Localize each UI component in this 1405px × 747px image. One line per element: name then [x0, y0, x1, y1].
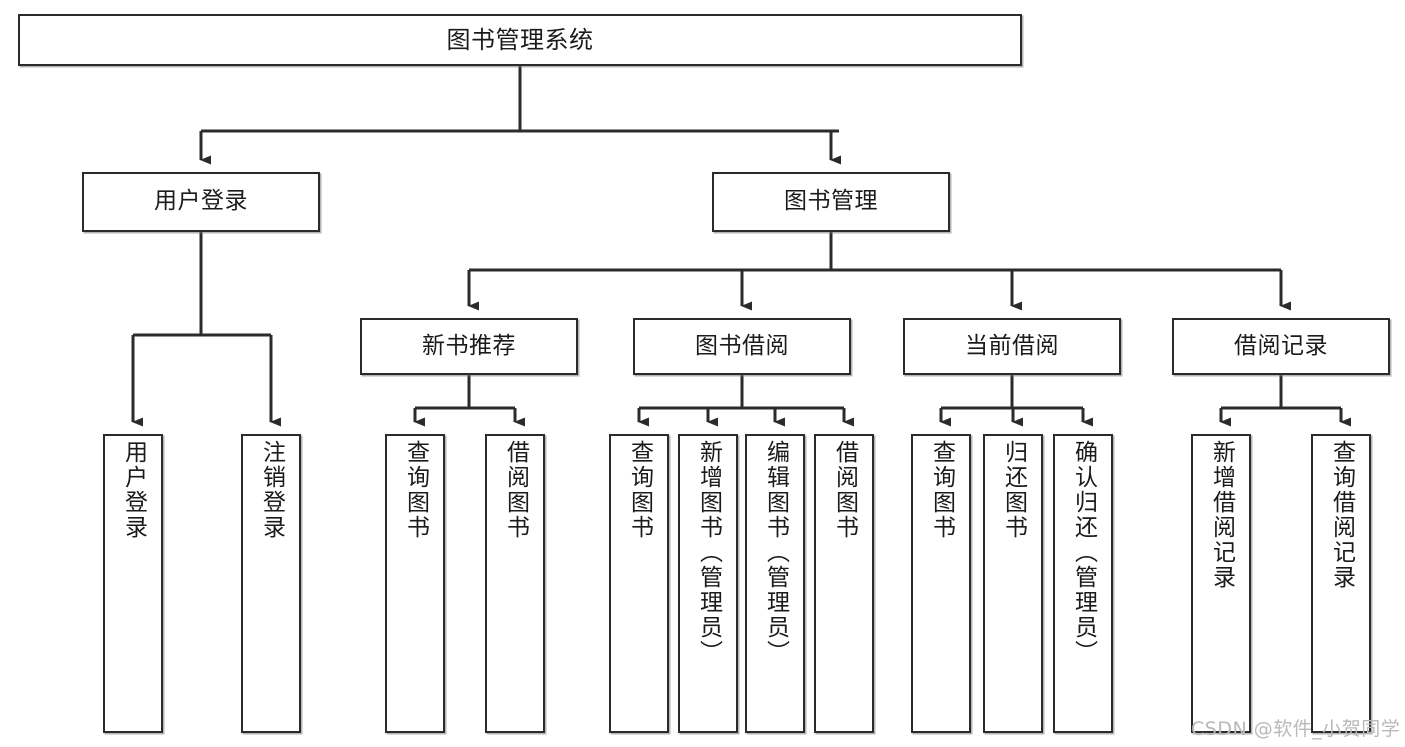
node-leaf-query-book-2-label: 查询图书 — [626, 440, 653, 540]
node-borrow-record-label: 借阅记录 — [1234, 332, 1328, 359]
node-book-borrow[interactable]: 图书借阅 — [633, 318, 851, 375]
node-leaf-borrow-book-1-label: 借阅图书 — [502, 440, 529, 540]
node-leaf-query-book-2[interactable]: 查询图书 — [609, 434, 669, 733]
node-new-book-recommend-label: 新书推荐 — [422, 332, 516, 359]
node-leaf-return-book[interactable]: 归还图书 — [983, 434, 1043, 733]
node-leaf-edit-book-label: 编辑图书（管理员） — [762, 440, 789, 665]
node-current-borrow[interactable]: 当前借阅 — [903, 318, 1121, 375]
node-leaf-add-record[interactable]: 新增借阅记录 — [1191, 434, 1251, 733]
node-leaf-return-book-label: 归还图书 — [1000, 440, 1027, 540]
node-leaf-query-record-label: 查询借阅记录 — [1328, 440, 1355, 590]
node-leaf-query-book-3-label: 查询图书 — [928, 440, 955, 540]
node-leaf-user-login-label: 用户登录 — [120, 440, 147, 540]
node-leaf-query-book-1[interactable]: 查询图书 — [385, 434, 445, 733]
node-leaf-user-login[interactable]: 用户登录 — [103, 434, 163, 733]
node-book-manage[interactable]: 图书管理 — [712, 172, 950, 232]
node-leaf-add-record-label: 新增借阅记录 — [1208, 440, 1235, 590]
node-leaf-confirm-return-label: 确认归还（管理员） — [1070, 440, 1097, 665]
node-leaf-query-record[interactable]: 查询借阅记录 — [1311, 434, 1371, 733]
node-leaf-borrow-book-1[interactable]: 借阅图书 — [485, 434, 545, 733]
node-user-login-label: 用户登录 — [154, 188, 248, 215]
node-book-manage-label: 图书管理 — [784, 188, 878, 215]
node-borrow-record[interactable]: 借阅记录 — [1172, 318, 1390, 375]
node-leaf-add-book[interactable]: 新增图书（管理员） — [678, 434, 738, 733]
node-root[interactable]: 图书管理系统 — [18, 14, 1022, 66]
node-leaf-borrow-book-2-label: 借阅图书 — [831, 440, 858, 540]
node-leaf-query-book-1-label: 查询图书 — [402, 440, 429, 540]
node-book-borrow-label: 图书借阅 — [695, 332, 789, 359]
node-new-book-recommend[interactable]: 新书推荐 — [360, 318, 578, 375]
node-leaf-confirm-return[interactable]: 确认归还（管理员） — [1053, 434, 1113, 733]
node-leaf-add-book-label: 新增图书（管理员） — [695, 440, 722, 665]
node-user-login[interactable]: 用户登录 — [82, 172, 320, 232]
node-leaf-logout-label: 注销登录 — [258, 440, 285, 540]
csdn-watermark: CSDN @软件_小贺同学 — [1191, 718, 1401, 740]
node-leaf-borrow-book-2[interactable]: 借阅图书 — [814, 434, 874, 733]
node-current-borrow-label: 当前借阅 — [965, 332, 1059, 359]
node-leaf-logout[interactable]: 注销登录 — [241, 434, 301, 733]
node-leaf-edit-book[interactable]: 编辑图书（管理员） — [745, 434, 805, 733]
node-root-label: 图书管理系统 — [446, 25, 594, 54]
node-leaf-query-book-3[interactable]: 查询图书 — [911, 434, 971, 733]
